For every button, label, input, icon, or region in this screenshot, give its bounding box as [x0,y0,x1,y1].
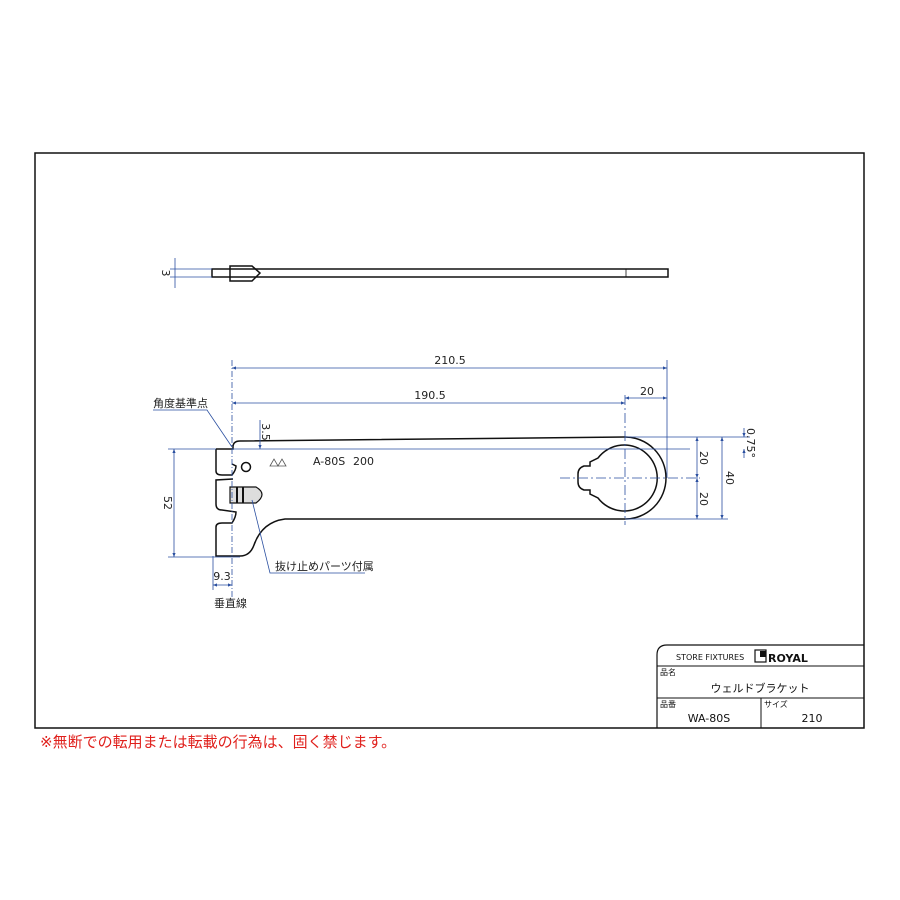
stamp-code: A-80S [313,455,345,468]
brand-name: ROYAL [768,652,808,665]
part-no-value: WA-80S [688,712,731,725]
dim-hook-depth: 9.3 [213,570,231,583]
logo-mark [269,458,287,467]
copyright-notice: ※無断での転用または転載の行為は、固く禁じます。 [40,733,397,751]
title-block: STORE FIXTURES ROYAL 品名 ウェルドブラケット 品番 WA-… [656,644,864,728]
dim-height-left: 52 [161,496,174,510]
note-retainer: 抜け止めパーツ付属 [275,559,374,573]
name-value: ウェルドブラケット [711,681,810,695]
sheet-border [34,152,865,729]
dim-upper-half: 20 [697,451,710,465]
notes: 角度基準点 抜け止めパーツ付属 垂直線 [153,396,374,610]
dim-lower-half: 20 [697,492,710,506]
top-view: 3 [159,258,669,288]
dimension-lines: 210.5 190.5 20 3.5 52 9.3 20 20 40 0.75° [161,354,757,600]
dim-top-offset: 3.5 [259,423,272,441]
company-tag: STORE FIXTURES [676,653,744,662]
stamp-number: 200 [353,455,374,468]
part-no-label: 品番 [660,699,676,709]
dim-end-offset: 20 [640,385,654,398]
name-label: 品名 [660,667,676,677]
dim-overall-length: 210.5 [434,354,466,367]
retainer-part [229,486,263,504]
note-angle-reference: 角度基準点 [153,396,208,410]
note-vertical-line: 垂直線 [214,596,247,610]
size-label: サイズ [764,699,788,709]
dim-end-height: 40 [723,471,736,485]
dim-hole-distance: 190.5 [414,389,446,402]
bracket-side-view: A-80S 200 [215,395,700,557]
dim-angle: 0.75° [744,428,757,458]
dim-thickness: 3 [159,270,172,277]
size-value: 210 [802,712,823,725]
